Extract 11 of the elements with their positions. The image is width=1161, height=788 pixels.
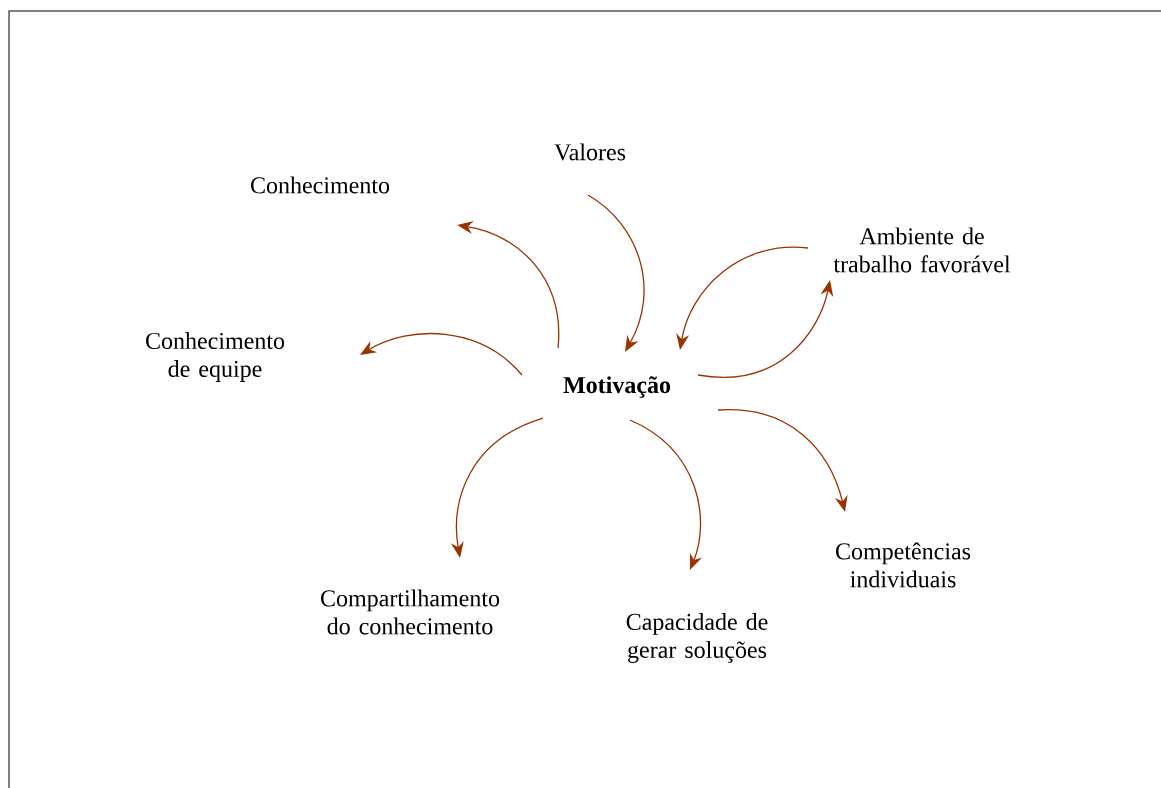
concept-label: Capacidade de gerar soluções [626, 613, 768, 663]
concept-label: Compartilhamento do conhecimento [321, 589, 500, 635]
curved-arrow [360, 332, 523, 376]
curved-arrow [629, 419, 703, 570]
curved-arrow [587, 194, 645, 352]
concept-label: Valores [554, 143, 626, 161]
concept-label: Competências individuais [836, 542, 971, 588]
concept-label: Conhecimento de equipe [146, 332, 285, 382]
concept-label: Ambiente de trabalho favorável [833, 227, 1011, 273]
central-concept: Motivação [563, 376, 671, 398]
concept-label: Conhecimento [251, 176, 390, 194]
